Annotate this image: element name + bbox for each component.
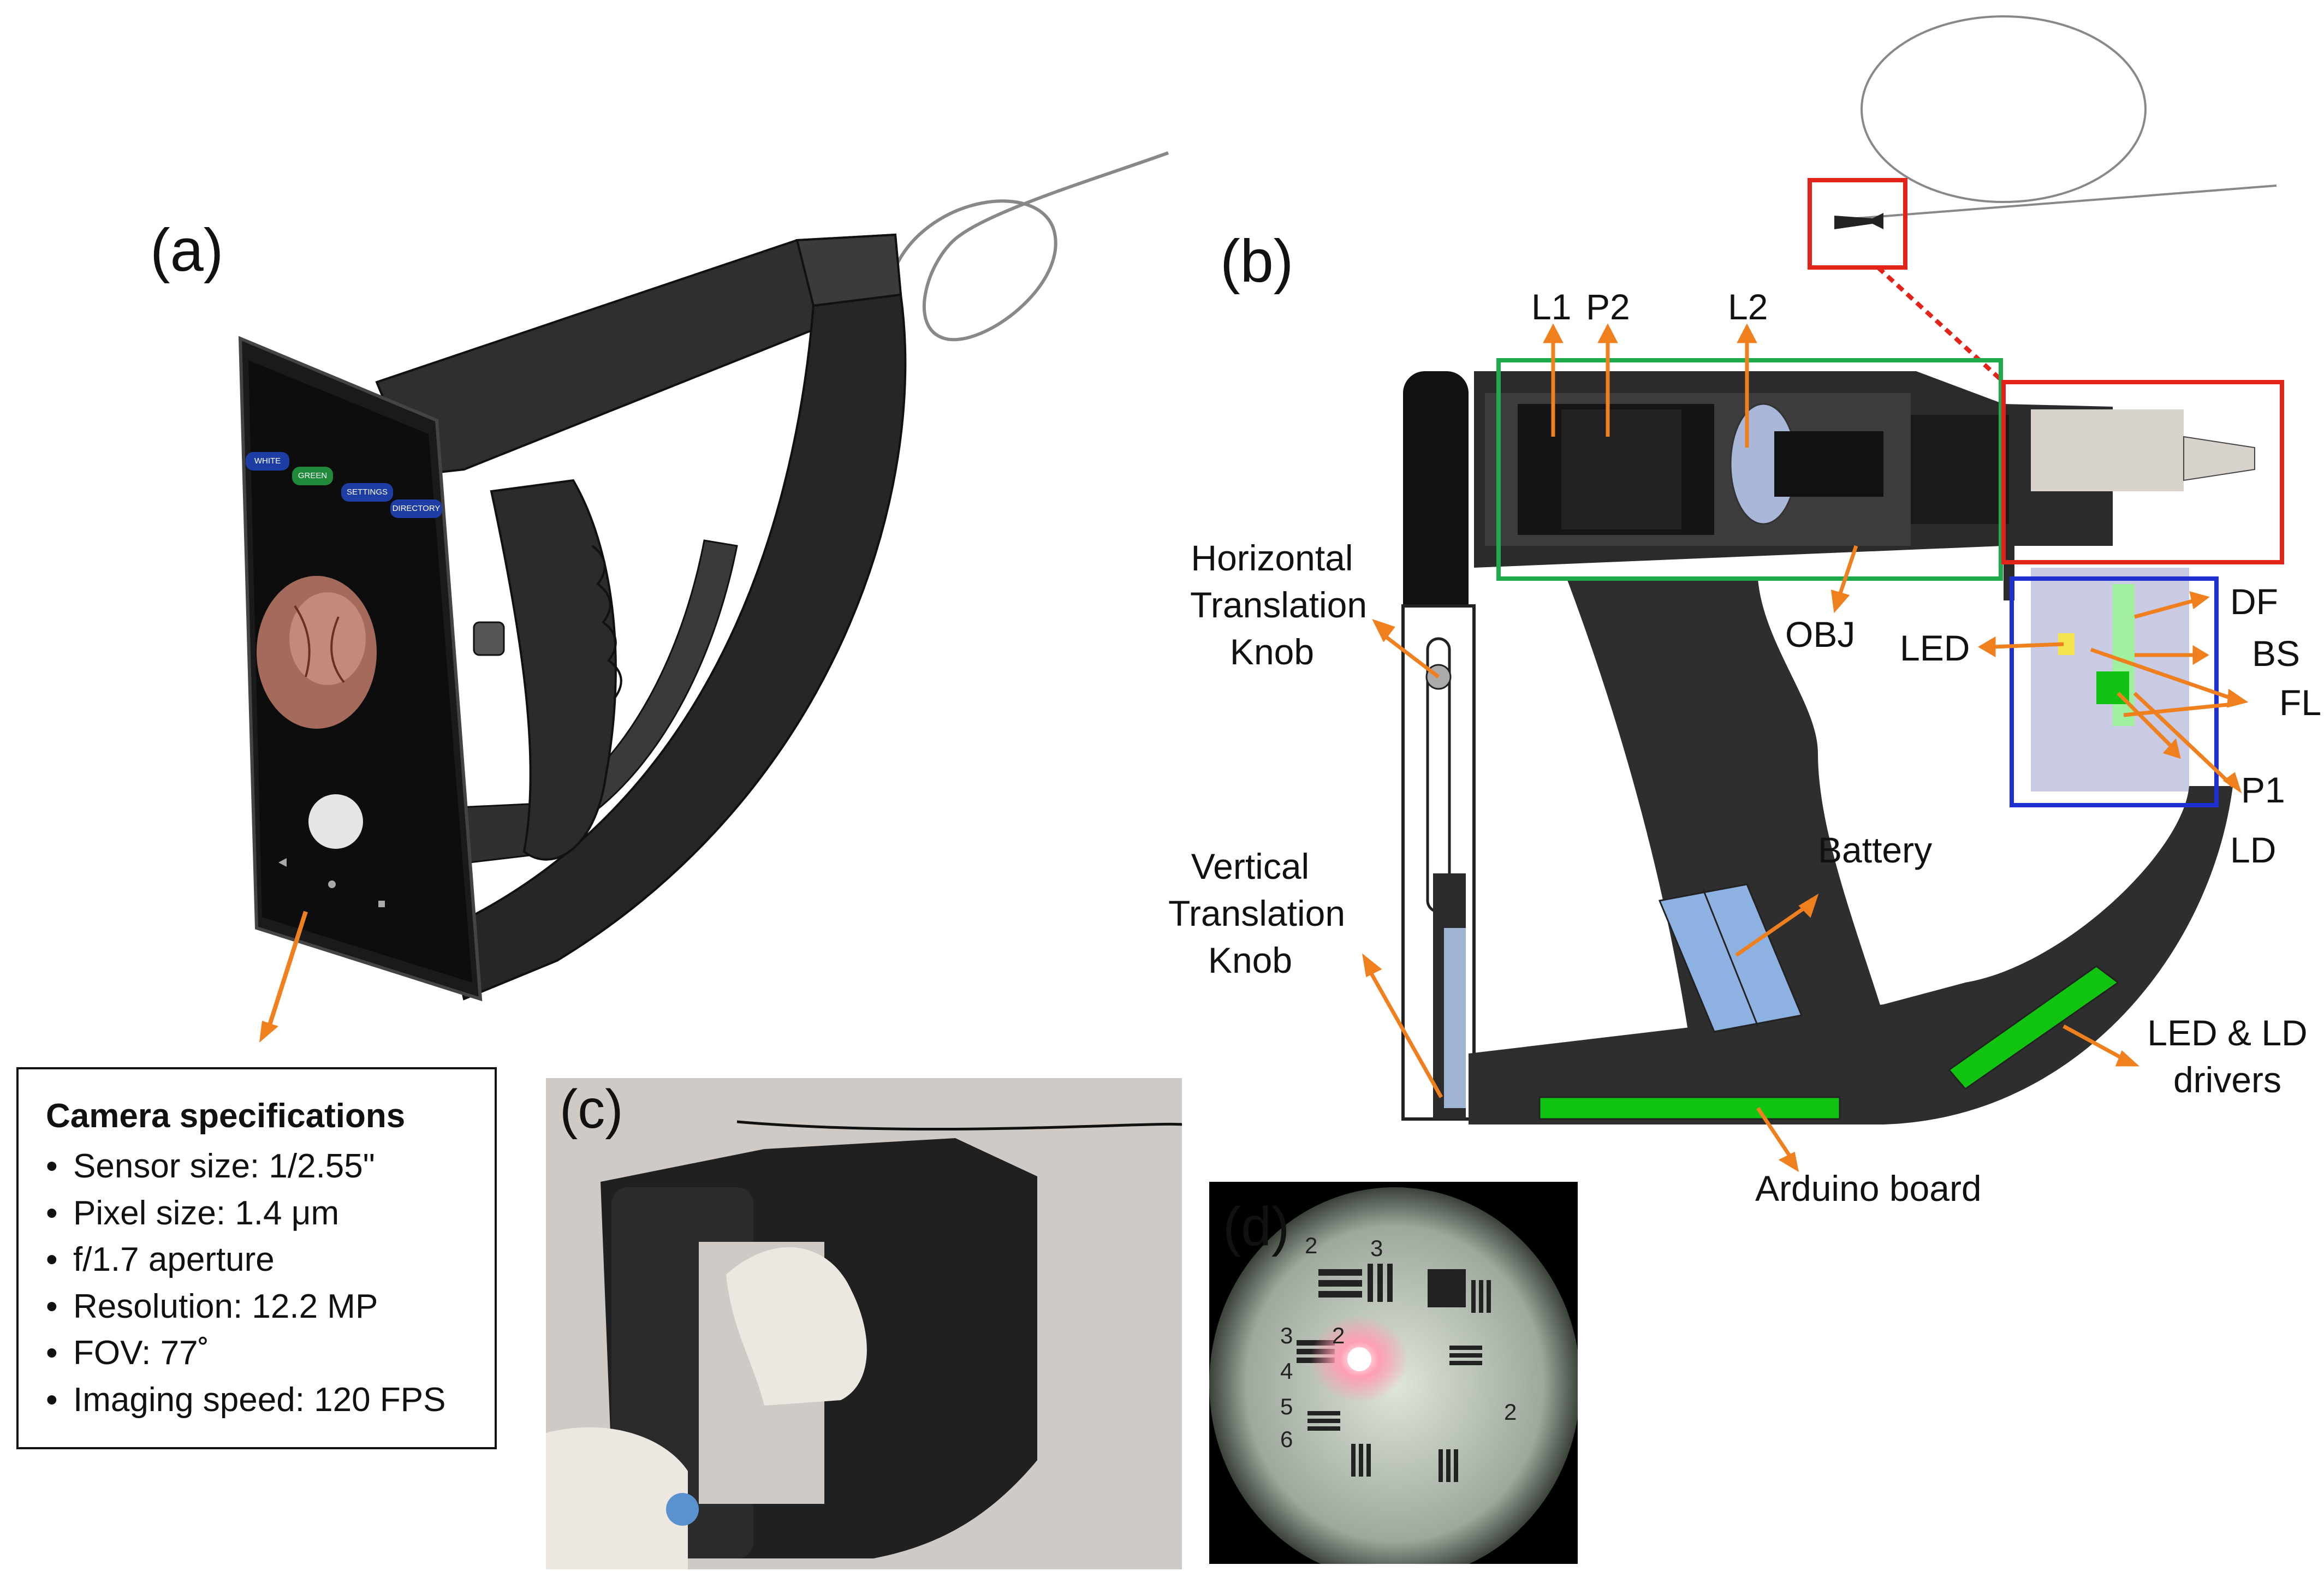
camera-specs-box: Camera specifications Sensor size: 1/2.5… — [16, 1067, 497, 1449]
cross-section-diagram — [1362, 15, 2284, 1173]
camera-specs-title: Camera specifications — [46, 1097, 406, 1135]
panel-c-label: (c) — [560, 1079, 623, 1140]
label-horizontal-knob: Horizontal Translation Knob — [1190, 538, 1368, 672]
label-l1: L1 — [1531, 287, 1572, 327]
panel-a-label: (a) — [150, 217, 224, 284]
directory-button[interactable]: DIRECTORY — [390, 499, 442, 518]
target-number: 3 — [1280, 1323, 1293, 1348]
target-number: 2 — [1332, 1323, 1345, 1348]
label-df: DF — [2230, 581, 2278, 622]
label-obj: OBJ — [1785, 614, 1856, 654]
label-arduino-board: Arduino board — [1755, 1168, 1982, 1209]
green-button[interactable]: GREEN — [292, 467, 333, 485]
spec-item: FOV: 77˚ — [46, 1330, 478, 1377]
label-p2: P2 — [1586, 287, 1630, 327]
spec-item: Pixel size: 1.4 μm — [46, 1190, 478, 1237]
target-number: 5 — [1280, 1394, 1293, 1419]
usaf-target-image — [1209, 1182, 1578, 1564]
panel-b-label: (b) — [1220, 228, 1294, 295]
resolution-target — [1209, 1187, 1578, 1564]
device-3d-render — [238, 151, 1169, 1002]
label-led-ld-drivers: LED & LD drivers — [2147, 1013, 2308, 1100]
settings-button[interactable]: SETTINGS — [341, 483, 393, 502]
white-button[interactable]: WHITE — [246, 452, 289, 471]
label-battery: Battery — [1818, 830, 1933, 870]
label-vertical-knob: Vertical Translation Knob — [1168, 846, 1346, 980]
label-p1: P1 — [2241, 770, 2285, 810]
target-number: 4 — [1280, 1358, 1293, 1384]
label-fl: FL — [2279, 682, 2322, 723]
spec-arrow — [259, 911, 308, 1043]
hand-holding-device — [546, 1120, 1182, 1569]
device-photo — [546, 1078, 1182, 1569]
spec-item: Resolution: 12.2 MP — [46, 1283, 478, 1330]
label-ld: LD — [2230, 830, 2277, 870]
target-number: 2 — [1305, 1233, 1318, 1258]
spec-item: Sensor size: 1/2.55" — [46, 1143, 478, 1190]
panel-d-label: (d) — [1223, 1196, 1290, 1257]
target-number: 3 — [1370, 1235, 1383, 1261]
spec-item: f/1.7 aperture — [46, 1236, 478, 1283]
target-number: 6 — [1280, 1426, 1293, 1452]
target-number: 2 — [1504, 1399, 1517, 1425]
label-l2: L2 — [1728, 287, 1768, 327]
label-led: LED — [1900, 628, 1970, 668]
spec-item: Imaging speed: 120 FPS — [46, 1377, 478, 1424]
label-bs: BS — [2252, 633, 2301, 674]
